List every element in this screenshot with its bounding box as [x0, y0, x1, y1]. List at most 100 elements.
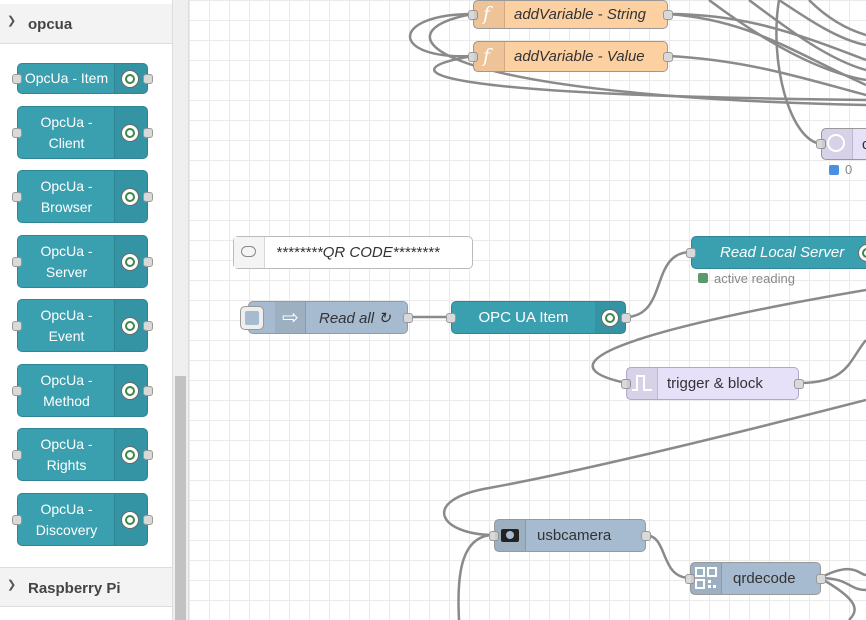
output-port[interactable]	[663, 52, 673, 62]
opcua-icon	[114, 300, 147, 351]
node-label: OpcUa - Method	[40, 371, 93, 409]
wire	[708, 0, 866, 82]
input-port[interactable]	[12, 74, 22, 84]
function-node-add-value[interactable]: f addVariable - Value	[468, 41, 673, 72]
output-port[interactable]	[143, 257, 153, 267]
status-text: active reading	[714, 271, 795, 286]
wire	[667, 12, 866, 62]
node-label: trigger & block	[667, 375, 763, 392]
wire	[667, 54, 866, 97]
usbcamera-node[interactable]: usbcamera	[489, 519, 651, 552]
flow-workspace[interactable]: f addVariable - String f addVariable - V…	[189, 0, 866, 620]
camera-icon	[495, 520, 526, 551]
wires	[407, 0, 866, 620]
input-port[interactable]	[468, 52, 478, 62]
wire	[808, 0, 866, 37]
palette-node-opcua-discovery[interactable]: OpcUa - Discovery	[12, 493, 153, 546]
delay-node[interactable]: d	[816, 128, 866, 160]
category-raspberry-pi[interactable]: ❯ Raspberry Pi	[0, 567, 172, 607]
trigger-node[interactable]: trigger & block	[621, 367, 804, 400]
input-port[interactable]	[816, 139, 826, 149]
output-port[interactable]	[794, 379, 804, 389]
node-label: OpcUa - Event	[40, 306, 93, 344]
palette-node-opcua-event[interactable]: OpcUa - Event	[12, 299, 153, 352]
wire	[748, 0, 866, 72]
output-port[interactable]	[143, 515, 153, 525]
node-label: OPC UA Item	[478, 309, 569, 326]
input-port[interactable]	[621, 379, 631, 389]
chevron-down-icon: ❯	[7, 579, 17, 591]
palette-node-opcua-item[interactable]: OpcUa - Item	[12, 63, 153, 94]
trigger-icon	[627, 368, 658, 399]
scrollbar-thumb[interactable]	[175, 376, 186, 620]
node-label: OpcUa - Server	[40, 242, 93, 280]
output-port[interactable]	[143, 450, 153, 460]
node-label: ********QR CODE********	[276, 244, 440, 261]
wire	[798, 339, 866, 385]
opcua-item-node[interactable]: OPC UA Item	[446, 301, 631, 334]
output-port[interactable]	[143, 321, 153, 331]
node-label: Read all ↻	[319, 309, 391, 327]
input-port[interactable]	[12, 257, 22, 267]
palette-node-opcua-rights[interactable]: OpcUa - Rights	[12, 428, 153, 481]
wire	[591, 288, 866, 385]
node-label: Read Local Server	[720, 244, 845, 261]
output-port[interactable]	[143, 74, 153, 84]
category-opcua[interactable]: ❯ opcua	[0, 4, 172, 44]
opcua-icon	[114, 236, 147, 287]
input-port[interactable]	[12, 450, 22, 460]
timer-icon	[822, 129, 853, 159]
function-icon: f	[474, 42, 505, 71]
node-label: OpcUa - Rights	[40, 435, 93, 473]
inject-node-read-all[interactable]: ⇨ Read all ↻	[240, 301, 413, 334]
output-port[interactable]	[621, 313, 631, 323]
input-port[interactable]	[489, 531, 499, 541]
output-port[interactable]	[143, 128, 153, 138]
output-port[interactable]	[816, 574, 826, 584]
wire	[624, 250, 692, 319]
opcua-icon	[858, 244, 866, 262]
node-label: qrdecode	[733, 570, 796, 587]
wire	[442, 398, 866, 537]
input-port[interactable]	[468, 10, 478, 20]
output-port[interactable]	[641, 531, 651, 541]
input-port[interactable]	[686, 248, 696, 258]
input-port[interactable]	[12, 515, 22, 525]
input-port[interactable]	[12, 192, 22, 202]
status-text: 0	[845, 162, 853, 177]
palette-node-opcua-method[interactable]: OpcUa - Method	[12, 364, 153, 417]
palette-scrollbar[interactable]	[172, 0, 189, 620]
input-port[interactable]	[685, 574, 695, 584]
node-label: OpcUa - Client	[40, 113, 93, 151]
input-port[interactable]	[12, 321, 22, 331]
output-port[interactable]	[143, 192, 153, 202]
node-label: d	[862, 129, 866, 159]
opcua-icon	[114, 429, 147, 480]
opcua-icon	[114, 365, 147, 416]
qrdecode-node[interactable]: qrdecode	[685, 562, 826, 595]
function-node-add-string[interactable]: f addVariable - String	[468, 0, 673, 29]
output-port[interactable]	[663, 10, 673, 20]
node-label: usbcamera	[537, 527, 612, 544]
wire	[775, 0, 822, 146]
palette-node-opcua-client[interactable]: OpcUa - Client	[12, 106, 153, 159]
inject-arrow-icon: ⇨	[275, 302, 306, 333]
qr-code-icon	[691, 563, 722, 594]
opcua-client-node-read-local-server[interactable]: Read Local Server	[686, 236, 866, 269]
inject-button[interactable]	[240, 306, 264, 330]
wire	[433, 54, 866, 102]
input-port[interactable]	[446, 313, 456, 323]
node-label: OpcUa - Item	[24, 70, 109, 86]
comment-node[interactable]: ********QR CODE********	[233, 236, 473, 269]
input-port[interactable]	[12, 386, 22, 396]
wire	[457, 533, 495, 620]
opcua-icon	[114, 171, 147, 222]
palette-node-opcua-browser[interactable]: OpcUa - Browser	[12, 170, 153, 223]
category-label: opcua	[28, 16, 73, 33]
status-dot-blue	[829, 165, 839, 175]
palette-node-opcua-server[interactable]: OpcUa - Server	[12, 235, 153, 288]
input-port[interactable]	[12, 128, 22, 138]
speech-bubble-icon	[234, 237, 265, 268]
output-port[interactable]	[143, 386, 153, 396]
output-port[interactable]	[403, 313, 413, 323]
